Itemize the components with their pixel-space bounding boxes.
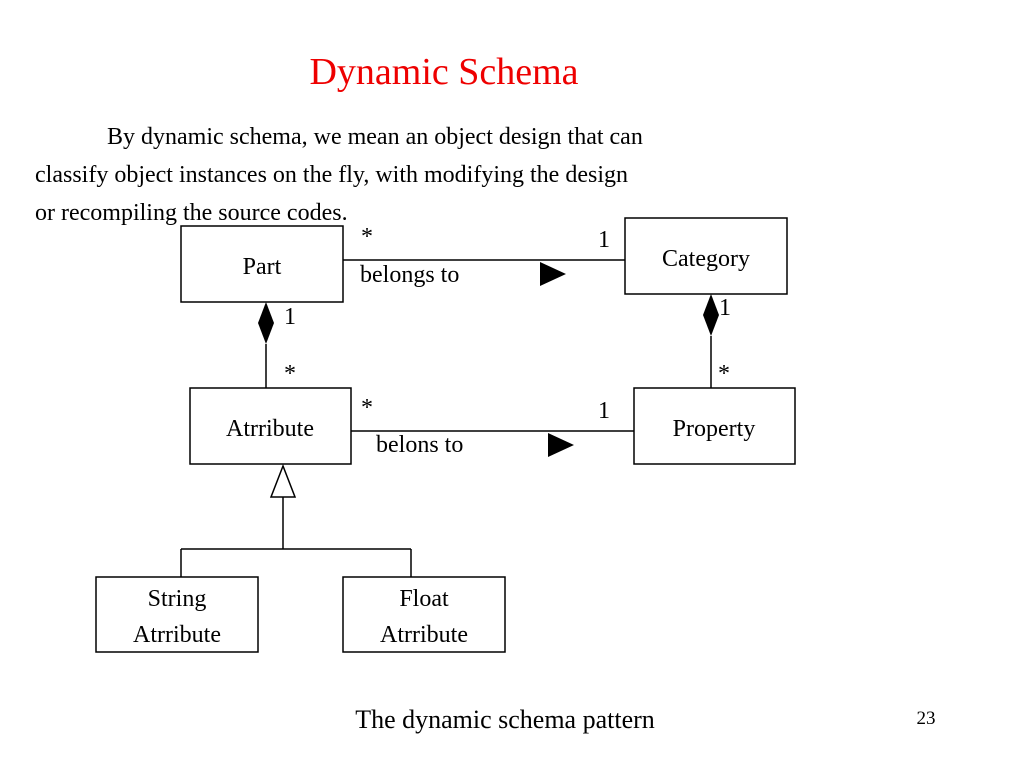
page-number: 23 [916, 708, 936, 729]
generalization-connector [180, 497, 412, 577]
composition-diamond-icon [703, 294, 719, 336]
figure-caption: The dynamic schema pattern [355, 705, 655, 734]
class-float-attribute: Float Atrribute [342, 576, 506, 653]
slide-title: Dynamic Schema [309, 51, 579, 93]
paragraph-line: By dynamic schema, we mean an object des… [107, 124, 643, 150]
multiplicity-label: * [361, 395, 373, 421]
multiplicity-label: * [284, 361, 296, 387]
direction-arrow-icon [540, 262, 566, 286]
multiplicity-label: 1 [598, 398, 610, 424]
class-name-line: Atrribute [380, 622, 468, 648]
class-string-attribute: String Atrribute [95, 576, 259, 653]
class-attribute: Atrribute [189, 387, 352, 465]
generalization-triangle-icon [269, 463, 297, 498]
multiplicity-label: 1 [284, 304, 296, 330]
class-name-line: String [148, 586, 207, 612]
paragraph-line: classify object instances on the fly, wi… [35, 162, 628, 188]
direction-arrow-icon [548, 433, 574, 457]
class-name-line: Float [399, 586, 449, 612]
class-name-line: Atrribute [133, 622, 221, 648]
association-label: belons to [376, 432, 463, 458]
class-name: Property [673, 416, 756, 442]
class-property: Property [633, 387, 796, 465]
multiplicity-label: 1 [598, 227, 610, 253]
description-paragraph: By dynamic schema, we mean an object des… [35, 118, 835, 232]
class-category: Category [624, 217, 788, 295]
composition-diamond-icon [258, 302, 274, 344]
class-name: Part [243, 254, 282, 280]
multiplicity-label: * [361, 224, 373, 250]
class-name: Category [662, 246, 750, 272]
class-part: Part [180, 225, 344, 303]
class-name: Atrribute [226, 416, 314, 442]
paragraph-line: or recompiling the source codes. [35, 200, 348, 226]
multiplicity-label: * [718, 361, 730, 387]
multiplicity-label: 1 [719, 295, 731, 321]
association-label: belongs to [360, 262, 459, 288]
